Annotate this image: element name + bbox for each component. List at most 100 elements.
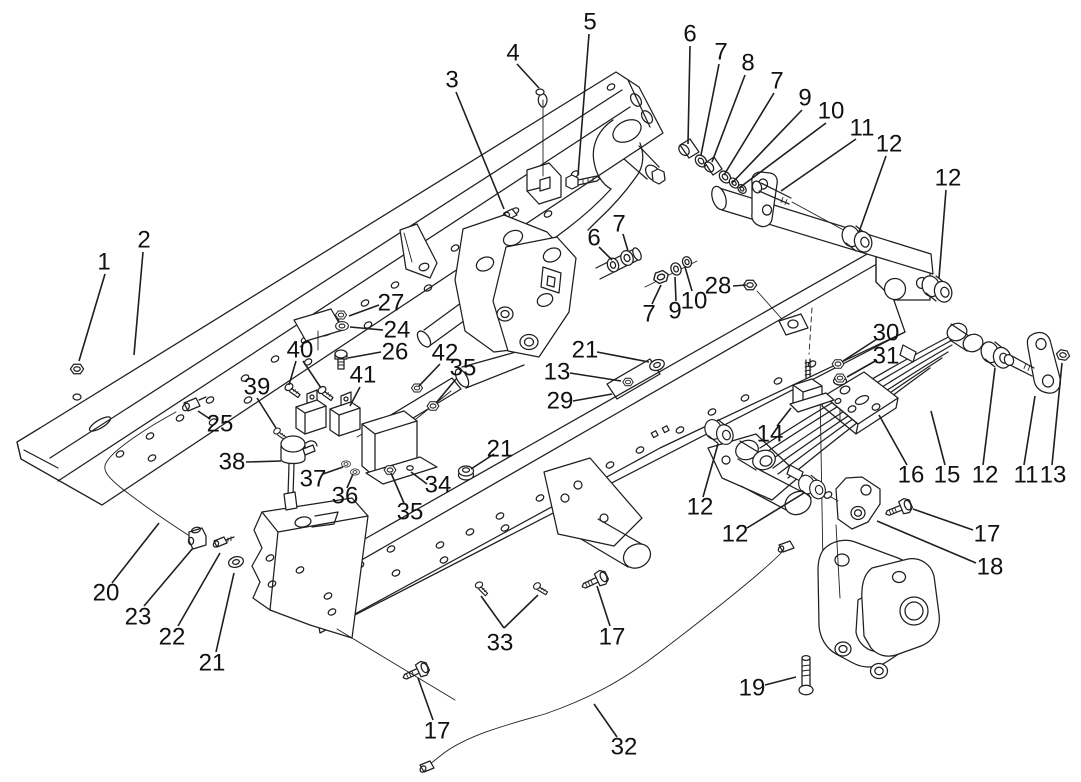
nut-42 (410, 383, 424, 393)
callout-36: 36 (332, 483, 359, 510)
callout-41: 41 (350, 362, 377, 389)
front-channel (251, 497, 369, 639)
bolt-19 (798, 654, 814, 696)
callout-23: 23 (125, 604, 152, 631)
callout-30: 30 (873, 320, 900, 347)
leader-29 (572, 393, 613, 402)
bracket-18 (823, 476, 881, 530)
fitting-23 (187, 526, 207, 550)
callout-4: 4 (506, 40, 519, 67)
callout-42: 42 (432, 340, 459, 367)
washer-36 (350, 468, 360, 476)
callout-13-right: 13 (1040, 462, 1067, 489)
leader-39 (256, 397, 277, 429)
leader-17-bottom-left (417, 677, 434, 721)
square-plate (778, 307, 841, 567)
callout-21-bottom: 21 (199, 650, 226, 677)
relay-2 (329, 391, 361, 437)
callout-7-top-2: 7 (770, 68, 783, 95)
callout-11-right: 11 (1014, 462, 1039, 489)
bracket-34 (361, 410, 438, 485)
leader-12-top-right (938, 189, 947, 279)
leader-21-rail (470, 453, 495, 470)
leader-18 (876, 520, 977, 564)
callout-21-rail: 21 (487, 436, 514, 463)
callout-8: 8 (741, 50, 754, 77)
callout-35-bottom: 35 (397, 499, 424, 526)
guide-line (336, 628, 456, 701)
leader-41 (349, 386, 361, 407)
leader-12-right (982, 367, 996, 466)
leader-25 (197, 410, 211, 420)
washer-37 (341, 460, 351, 468)
leader-22 (177, 552, 221, 627)
leader-6-mid (598, 246, 613, 261)
leader-11-right (1023, 395, 1036, 466)
caster-support-right (707, 433, 812, 516)
leader-9-low (674, 276, 677, 302)
callout-21-mid: 21 (572, 337, 599, 364)
callout-17-right: 17 (974, 521, 1001, 548)
leader-10-top (738, 122, 827, 189)
callout-39: 39 (244, 374, 271, 401)
hose-32 (419, 540, 795, 773)
leader-40 (288, 360, 297, 386)
callout-18: 18 (977, 554, 1004, 581)
leader-24 (349, 326, 384, 331)
leader-7-low (651, 284, 662, 305)
callout-17-bottom-left: 17 (424, 718, 451, 745)
leader-7-top-2 (723, 92, 775, 176)
leader-1 (78, 273, 106, 362)
callout-16: 16 (898, 462, 925, 489)
leader-13-right (1051, 362, 1063, 466)
callout-17-bottom-center: 17 (599, 624, 626, 651)
callout-10-low: 10 (681, 288, 708, 315)
callout-5: 5 (583, 9, 596, 36)
leader-30 (842, 338, 878, 362)
leader-21-mid (596, 351, 650, 363)
leader-37 (322, 466, 344, 475)
leader-23 (143, 547, 194, 607)
leader-15 (930, 410, 946, 466)
leader-2 (133, 251, 144, 356)
callout-6-mid: 6 (587, 225, 600, 252)
bolt-part5 (565, 174, 601, 190)
leader-19 (764, 676, 797, 686)
leader-17-right (912, 508, 974, 531)
leader-28 (732, 284, 747, 287)
leader-40 (302, 360, 322, 389)
nut-35-top (426, 401, 440, 411)
bottom-hardware (187, 279, 795, 773)
callout-11-top: 11 (850, 115, 875, 142)
spring-rear-eye (946, 322, 1015, 371)
callout-19: 19 (739, 675, 766, 702)
callout-24: 24 (384, 317, 411, 344)
leader-27 (348, 304, 380, 317)
leader-12-mid-2 (746, 492, 805, 529)
nut-13-mid (622, 377, 634, 387)
leader-31 (846, 359, 878, 378)
clip-part4 (535, 88, 548, 108)
leader-36 (346, 473, 354, 489)
mount-plate-27 (293, 308, 349, 370)
leader-3 (455, 91, 505, 210)
leader-35-bottom (390, 472, 405, 504)
leader-21-bottom (215, 572, 235, 653)
leader-33 (480, 595, 505, 629)
callout-12-right: 12 (972, 462, 999, 489)
leader-8 (711, 74, 746, 163)
callout-31: 31 (873, 343, 900, 370)
callout-12-top-right: 12 (935, 165, 962, 192)
leader-42 (418, 363, 441, 387)
grease-hose-20 (104, 411, 189, 536)
leader-4 (516, 63, 540, 89)
callout-7-low: 7 (642, 301, 655, 328)
callout-29: 29 (547, 388, 574, 415)
callout-40: 40 (287, 337, 314, 364)
callout-22: 22 (159, 624, 186, 651)
callout-34: 34 (425, 472, 452, 499)
callout-7-top-1: 7 (714, 39, 727, 66)
leader-32 (593, 703, 618, 738)
spacer-series (678, 138, 747, 194)
